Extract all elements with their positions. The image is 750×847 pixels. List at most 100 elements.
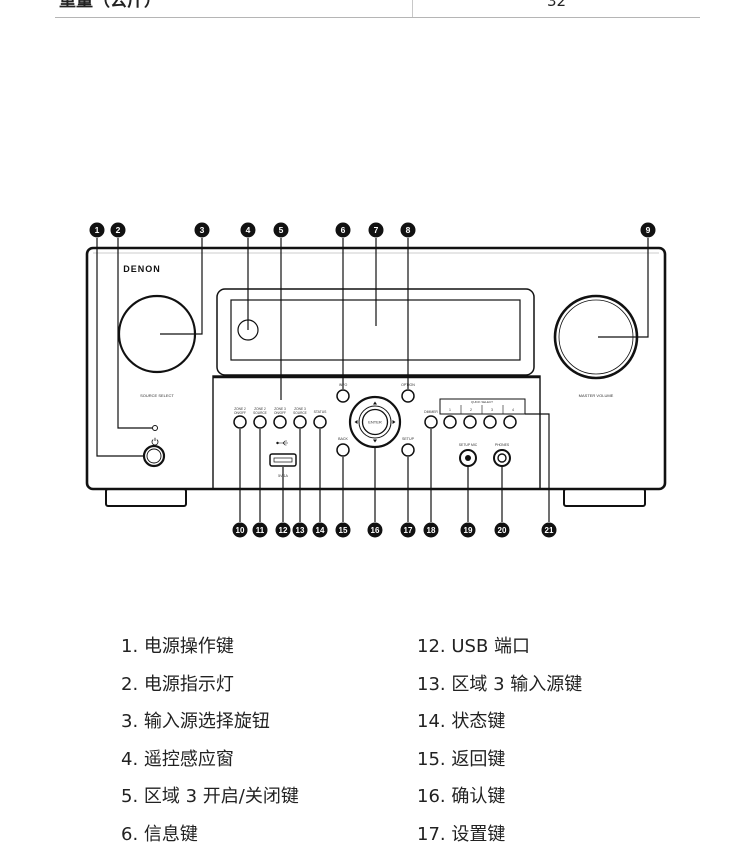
callout-17: 17 [400,522,416,538]
leader-line-21 [525,413,550,522]
zone-buttons: ZONE 2 ON/OFF ZONE 2 SOURCE ZONE 3 ON/OF… [233,407,328,429]
callout-number: 14 [316,526,325,535]
left-foot [105,488,187,507]
power-icon [151,437,159,446]
enter-button [361,408,389,436]
callout-number: 12 [279,526,288,535]
quick-select-slot: 3 [491,408,493,412]
callout-15: 15 [335,522,351,538]
callout-number: 17 [404,526,413,535]
callout-14: 14 [312,522,328,538]
callout-12: 12 [275,522,291,538]
quick-select-slot: 2 [470,408,472,412]
legend-item: 17. 设置键 [417,823,506,845]
status-button [313,415,327,429]
quick-select-button-1 [443,415,457,429]
dimmer-button [424,415,438,429]
back-label: BACK [338,437,348,441]
zone-button-label: ON/OFF [274,411,286,415]
quick-select-slot: 1 [449,408,451,412]
dimmer-label: DIMMER [424,410,438,414]
zone-button-label: ZONE 2 [234,407,246,411]
enter-label: ENTER [368,420,382,425]
leader-line-3 [160,238,203,335]
callouts-top: 1 2 3 4 5 6 7 8 9 [89,222,656,238]
callouts-bottom: 10 11 12 13 14 15 16 17 18 19 20 21 [232,522,557,538]
leader-line-2 [117,238,152,429]
legend-item: 13. 区域 3 输入源键 [417,673,583,695]
usb-port-slot [273,457,293,463]
callout-20: 20 [494,522,510,538]
callout-11: 11 [252,522,268,538]
callout-number: 13 [296,526,305,535]
back-button [336,443,350,457]
legend-item: 14. 状态键 [417,711,506,733]
legend-item: 6. 信息键 [121,823,198,845]
legend-item: 15. 返回键 [417,748,506,770]
callout-number: 5 [279,225,284,235]
status-label: STATUS [314,410,328,414]
usb-port [269,453,297,467]
phones-label: PHONES [495,443,510,447]
legend-item: 3. 输入源选择旋钮 [121,711,270,733]
quick-select-slot: 4 [512,408,514,412]
master-volume-label: MASTER VOLUME [579,393,614,398]
callout-number: 6 [341,225,346,235]
callout-10: 10 [232,522,248,538]
callout-6: 6 [335,222,351,238]
spec-value: 32 [546,0,567,10]
callout-number: 9 [646,225,651,235]
phones-jack-hole [497,453,507,463]
callout-number: 15 [339,526,348,535]
zone-button-label: ZONE 2 [254,407,266,411]
leader-line-9 [598,238,649,338]
zone-button-label: ZONE 3 [294,407,306,411]
callout-number: 2 [116,225,121,235]
quick-select-button-2 [463,415,477,429]
callout-number: 19 [464,526,473,535]
legend-item: 16. 确认键 [417,786,506,808]
callout-4: 4 [240,222,256,238]
callout-number: 16 [371,526,380,535]
callout-9: 9 [640,222,656,238]
usb-icon [276,440,288,446]
legend-item: 4. 遥控感应窗 [121,748,234,770]
callout-16: 16 [367,522,383,538]
brand-logo: DENON [123,264,161,274]
callout-5: 5 [273,222,289,238]
zone-button-label: ZONE 3 [274,407,286,411]
cursor-down-icon [373,439,377,443]
cursor-pad: ENTER [348,395,402,449]
right-foot [563,488,646,507]
quick-select: QUICK SELECT 1 2 3 4 [439,398,526,429]
leader-line-1 [96,238,143,457]
callout-number: 20 [498,526,507,535]
zone2-on-off-button [233,415,247,429]
legend-item: 1. 电源操作键 [121,636,234,657]
zone3-on-off-button [273,415,287,429]
callout-1: 1 [89,222,105,238]
callout-number: 18 [427,526,436,535]
callout-number: 7 [374,225,379,235]
callout-3: 3 [194,222,210,238]
legend-left-column: 1. 电源操作键 2. 电源指示灯 3. 输入源选择旋钮 4. 遥控感应窗 5.… [121,637,299,845]
zone-button-label: ON/OFF [234,411,246,415]
source-select-label: SOURCE SELECT [140,393,174,398]
spec-table-row: 重量（公斤） 32 [55,0,700,18]
setup-button [401,443,415,457]
cursor-ring-inner [358,405,392,439]
power-indicator-light [152,425,158,431]
spec-value-cell: 32 [413,0,700,17]
quick-select-button-4 [503,415,517,429]
callout-8: 8 [400,222,416,238]
option-button [401,389,415,403]
callout-2: 2 [110,222,126,238]
info-button [336,389,350,403]
callout-number: 8 [406,225,411,235]
callout-19: 19 [460,522,476,538]
power-button [142,444,166,468]
legend-item: 2. 电源指示灯 [121,673,234,695]
callout-7: 7 [368,222,384,238]
quick-select-button-3 [483,415,497,429]
